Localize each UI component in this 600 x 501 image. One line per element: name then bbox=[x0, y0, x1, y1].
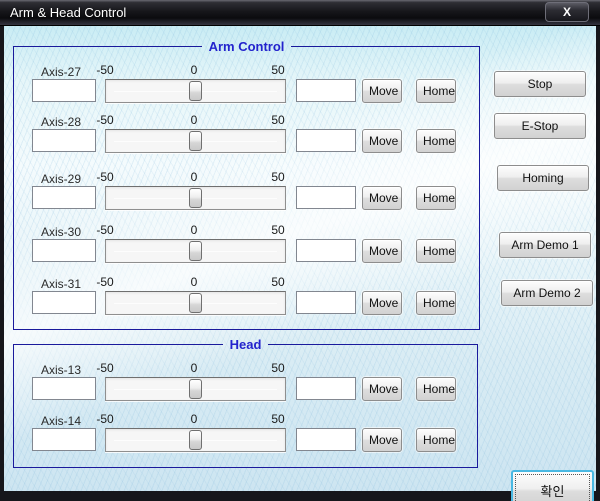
slider-tick-max: 50 bbox=[271, 113, 285, 127]
slider-tick-mid: 0 bbox=[190, 361, 198, 375]
slider-tick-max: 50 bbox=[271, 275, 285, 289]
slider-thumb[interactable] bbox=[188, 131, 202, 151]
slider-tick-min: -50 bbox=[96, 113, 114, 127]
slider-tick-mid: 0 bbox=[190, 113, 198, 127]
arm-demo-1-button[interactable]: Arm Demo 1 bbox=[499, 232, 591, 258]
slider-tick-min: -50 bbox=[96, 170, 114, 184]
home-button[interactable]: Home bbox=[416, 239, 456, 263]
slider-tick-min: -50 bbox=[96, 275, 114, 289]
target-input[interactable] bbox=[296, 186, 356, 209]
slider-tick-min: -50 bbox=[96, 63, 114, 77]
slider-thumb[interactable] bbox=[188, 379, 202, 399]
axis-label: Axis-27 bbox=[40, 65, 81, 79]
axis-row-28: Axis-28 -50 0 50 Move Home bbox=[4, 113, 486, 155]
target-input[interactable] bbox=[296, 239, 356, 262]
target-input[interactable] bbox=[296, 291, 356, 314]
home-button[interactable]: Home bbox=[416, 428, 456, 452]
slider-tick-mid: 0 bbox=[190, 412, 198, 426]
stop-button[interactable]: Stop bbox=[494, 71, 586, 97]
move-button[interactable]: Move bbox=[362, 428, 402, 452]
move-button[interactable]: Move bbox=[362, 79, 402, 103]
position-input[interactable] bbox=[32, 129, 96, 152]
position-input[interactable] bbox=[32, 186, 96, 209]
home-button[interactable]: Home bbox=[416, 377, 456, 401]
target-input[interactable] bbox=[296, 377, 356, 400]
target-input[interactable] bbox=[296, 79, 356, 102]
dialog-content: Arm Control Head Axis-27 -50 0 50 Move H… bbox=[4, 26, 596, 501]
slider-tick-max: 50 bbox=[271, 170, 285, 184]
arm-demo-2-button[interactable]: Arm Demo 2 bbox=[501, 280, 593, 306]
axis-slider[interactable] bbox=[105, 79, 286, 103]
slider-thumb[interactable] bbox=[188, 81, 202, 101]
arm-control-group-title: Arm Control bbox=[208, 39, 285, 54]
axis-row-14: Axis-14 -50 0 50 Move Home bbox=[4, 412, 486, 454]
homing-button[interactable]: Homing bbox=[497, 165, 589, 191]
window-title: Arm & Head Control bbox=[10, 5, 127, 20]
slider-thumb[interactable] bbox=[188, 293, 202, 313]
axis-label: Axis-31 bbox=[40, 277, 81, 291]
home-button[interactable]: Home bbox=[416, 291, 456, 315]
slider-tick-max: 50 bbox=[271, 361, 285, 375]
axis-slider[interactable] bbox=[105, 291, 286, 315]
axis-slider[interactable] bbox=[105, 239, 286, 263]
close-icon[interactable]: X bbox=[545, 2, 589, 22]
head-group-title: Head bbox=[229, 337, 262, 352]
axis-row-31: Axis-31 -50 0 50 Move Home bbox=[4, 275, 486, 317]
axis-label: Axis-29 bbox=[40, 172, 81, 186]
axis-slider[interactable] bbox=[105, 186, 286, 210]
axis-label: Axis-28 bbox=[40, 115, 81, 129]
position-input[interactable] bbox=[32, 377, 96, 400]
axis-row-13: Axis-13 -50 0 50 Move Home bbox=[4, 361, 486, 403]
axis-slider[interactable] bbox=[105, 129, 286, 153]
slider-thumb[interactable] bbox=[188, 188, 202, 208]
confirm-ok-button[interactable]: 확인 bbox=[511, 470, 594, 501]
slider-tick-max: 50 bbox=[271, 223, 285, 237]
slider-thumb[interactable] bbox=[188, 430, 202, 450]
slider-tick-mid: 0 bbox=[190, 170, 198, 184]
axis-label: Axis-30 bbox=[40, 225, 81, 239]
home-button[interactable]: Home bbox=[416, 186, 456, 210]
slider-tick-mid: 0 bbox=[190, 275, 198, 289]
slider-tick-mid: 0 bbox=[190, 63, 198, 77]
slider-tick-mid: 0 bbox=[190, 223, 198, 237]
axis-row-30: Axis-30 -50 0 50 Move Home bbox=[4, 223, 486, 265]
axis-label: Axis-14 bbox=[40, 414, 81, 428]
position-input[interactable] bbox=[32, 239, 96, 262]
slider-tick-min: -50 bbox=[96, 223, 114, 237]
axis-row-29: Axis-29 -50 0 50 Move Home bbox=[4, 170, 486, 212]
axis-slider[interactable] bbox=[105, 377, 286, 401]
move-button[interactable]: Move bbox=[362, 377, 402, 401]
title-bar[interactable]: Arm & Head Control X bbox=[0, 0, 600, 26]
estop-button[interactable]: E-Stop bbox=[494, 113, 586, 139]
axis-slider[interactable] bbox=[105, 428, 286, 452]
axis-row-27: Axis-27 -50 0 50 Move Home bbox=[4, 63, 486, 105]
position-input[interactable] bbox=[32, 79, 96, 102]
move-button[interactable]: Move bbox=[362, 129, 402, 153]
position-input[interactable] bbox=[32, 428, 96, 451]
target-input[interactable] bbox=[296, 428, 356, 451]
slider-tick-min: -50 bbox=[96, 412, 114, 426]
move-button[interactable]: Move bbox=[362, 291, 402, 315]
home-button[interactable]: Home bbox=[416, 79, 456, 103]
target-input[interactable] bbox=[296, 129, 356, 152]
axis-label: Axis-13 bbox=[40, 363, 81, 377]
slider-thumb[interactable] bbox=[188, 241, 202, 261]
slider-tick-max: 50 bbox=[271, 412, 285, 426]
slider-tick-max: 50 bbox=[271, 63, 285, 77]
move-button[interactable]: Move bbox=[362, 239, 402, 263]
position-input[interactable] bbox=[32, 291, 96, 314]
home-button[interactable]: Home bbox=[416, 129, 456, 153]
move-button[interactable]: Move bbox=[362, 186, 402, 210]
slider-tick-min: -50 bbox=[96, 361, 114, 375]
